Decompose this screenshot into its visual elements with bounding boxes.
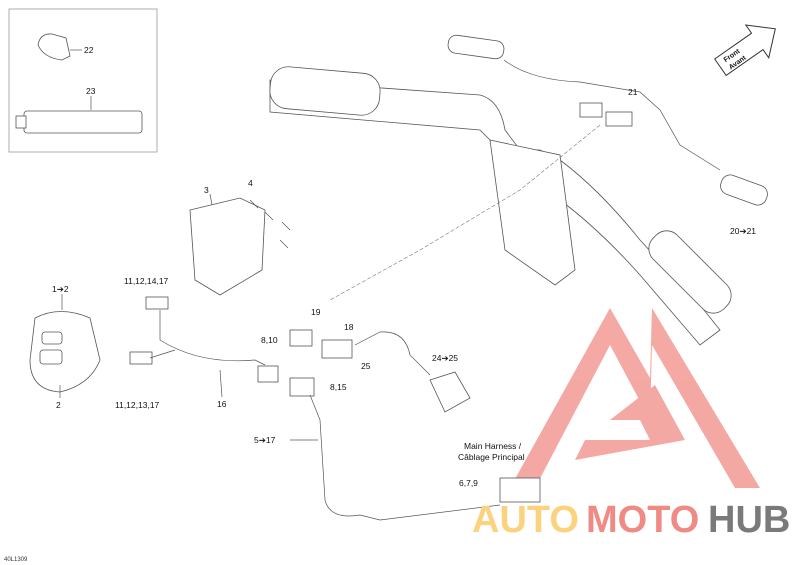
part-3-housing <box>189 197 266 296</box>
callout-18: 18 <box>344 322 354 332</box>
callout-20-21: 20➔21 <box>730 226 756 236</box>
watermark-hub: HUB <box>708 499 790 541</box>
part-4-screws <box>249 199 291 249</box>
connector-top <box>145 296 169 310</box>
connector-19 <box>289 329 313 347</box>
callout-24-25: 24➔25 <box>432 353 458 363</box>
callout-1-2: 1➔2 <box>52 284 69 294</box>
callout-3: 3 <box>204 185 209 195</box>
callout-8-10: 8,10 <box>261 335 278 345</box>
callout-23: 23 <box>86 86 96 96</box>
connector-8-15 <box>289 377 315 397</box>
main-harness-label: Main Harness / <box>464 441 522 451</box>
callout-16: 16 <box>217 399 227 409</box>
watermark-logo <box>510 308 760 488</box>
cablage-principal-label: Câblage Principal <box>458 452 525 462</box>
callout-11-12-13-17: 11,12,13,17 <box>115 400 160 410</box>
part-24-switch <box>429 371 471 413</box>
connector-21b <box>605 111 633 127</box>
tube-cap <box>15 115 27 129</box>
watermark-auto: AUTO <box>472 499 579 541</box>
callout-5-17: 5➔17 <box>254 435 276 445</box>
watermark-moto: MOTO <box>586 499 699 541</box>
callout-19: 19 <box>311 307 321 317</box>
connector-8-10 <box>257 365 279 383</box>
connector-bottom <box>129 351 153 365</box>
callout-6-7-9: 6,7,9 <box>459 478 478 488</box>
handlebar <box>269 79 721 346</box>
callout-2: 2 <box>56 400 61 410</box>
connector-21a <box>579 102 603 118</box>
callout-11-12-14-17: 11,12,14,17 <box>124 276 169 286</box>
right-grip <box>648 230 732 314</box>
part-22-clip <box>37 33 71 61</box>
callout-22: 22 <box>84 45 94 55</box>
front-direction-arrow: Front Avant <box>713 24 776 77</box>
callout-8-15: 8,15 <box>330 382 347 392</box>
callout-21: 21 <box>628 87 638 97</box>
callout-4: 4 <box>248 178 253 188</box>
handlebar-riser <box>489 139 576 286</box>
diagram-id: 40L1309 <box>4 557 28 563</box>
part-23-tube <box>23 110 143 134</box>
main-harness-connector <box>499 477 541 503</box>
part-20-heater-right <box>720 174 768 206</box>
part-20-heater <box>447 34 505 60</box>
left-grip <box>269 66 381 116</box>
connector-18 <box>321 339 353 359</box>
callout-25: 25 <box>361 361 371 371</box>
